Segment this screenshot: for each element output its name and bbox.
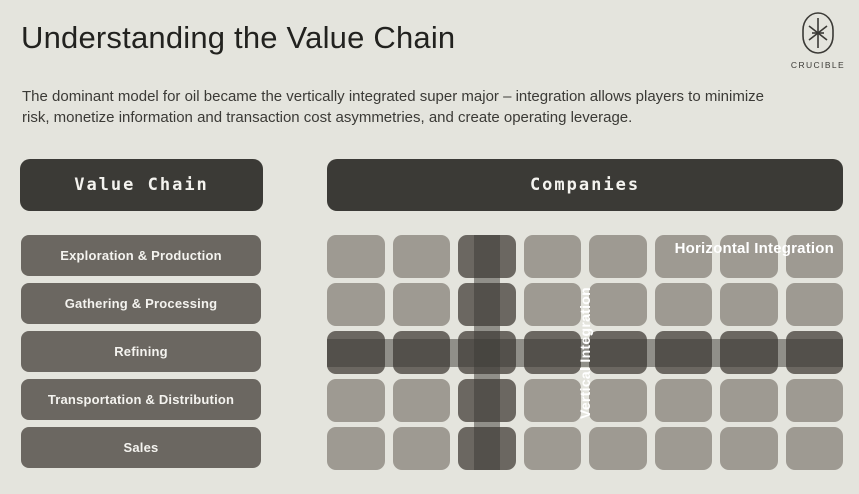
company-cell bbox=[785, 379, 843, 422]
chain-step-sales: Sales bbox=[21, 427, 261, 468]
company-cell bbox=[654, 283, 712, 326]
vertical-integration-label: Vertical Integration bbox=[577, 286, 593, 419]
value-chain-header: Value Chain bbox=[20, 159, 263, 211]
chain-step-label: Exploration & Production bbox=[60, 248, 222, 263]
chain-step-gathering-processing: Gathering & Processing bbox=[21, 283, 261, 324]
company-cell bbox=[523, 283, 581, 326]
company-cell bbox=[785, 427, 843, 470]
company-cell bbox=[720, 283, 778, 326]
company-cell bbox=[720, 427, 778, 470]
crucible-star-icon bbox=[796, 11, 840, 57]
company-cell bbox=[327, 427, 385, 470]
company-cell bbox=[654, 379, 712, 422]
chain-step-label: Transportation & Distribution bbox=[47, 392, 235, 407]
horizontal-integration-label: Horizontal Integration bbox=[674, 240, 834, 257]
brand-logo: CRUCIBLE bbox=[788, 11, 848, 70]
value-chain-list: Exploration & Production Gathering & Pro… bbox=[21, 235, 261, 475]
company-cell bbox=[392, 427, 450, 470]
company-cell bbox=[327, 379, 385, 422]
horizontal-integration-band bbox=[327, 339, 843, 367]
company-cell bbox=[327, 283, 385, 326]
company-cell bbox=[589, 283, 647, 326]
company-cell bbox=[327, 235, 385, 278]
company-cell bbox=[785, 235, 843, 278]
chain-step-exploration-production: Exploration & Production bbox=[21, 235, 261, 276]
value-chain-header-label: Value Chain bbox=[74, 175, 209, 195]
company-cell bbox=[523, 379, 581, 422]
company-cell bbox=[589, 379, 647, 422]
company-cell bbox=[654, 235, 712, 278]
chain-step-refining: Refining bbox=[21, 331, 261, 372]
company-cell bbox=[589, 235, 647, 278]
companies-grid: Vertical Integration Horizontal Integrat… bbox=[327, 235, 843, 470]
slide-subtitle: The dominant model for oil became the ve… bbox=[22, 88, 765, 127]
company-cell bbox=[720, 235, 778, 278]
company-cell bbox=[523, 427, 581, 470]
company-cell bbox=[392, 379, 450, 422]
chain-step-label: Gathering & Processing bbox=[64, 296, 218, 311]
company-cell bbox=[654, 427, 712, 470]
company-cell bbox=[392, 283, 450, 326]
company-cell bbox=[589, 427, 647, 470]
brand-name: CRUCIBLE bbox=[790, 60, 846, 70]
company-cell bbox=[392, 235, 450, 278]
companies-header: Companies bbox=[327, 159, 843, 211]
chain-step-label: Refining bbox=[114, 344, 168, 359]
chain-step-transportation-distribution: Transportation & Distribution bbox=[21, 379, 261, 420]
company-cell bbox=[720, 379, 778, 422]
company-cell bbox=[523, 235, 581, 278]
page-title: Understanding the Value Chain bbox=[21, 20, 456, 55]
companies-header-label: Companies bbox=[529, 175, 641, 195]
company-cell bbox=[785, 283, 843, 326]
chain-step-label: Sales bbox=[123, 440, 159, 455]
